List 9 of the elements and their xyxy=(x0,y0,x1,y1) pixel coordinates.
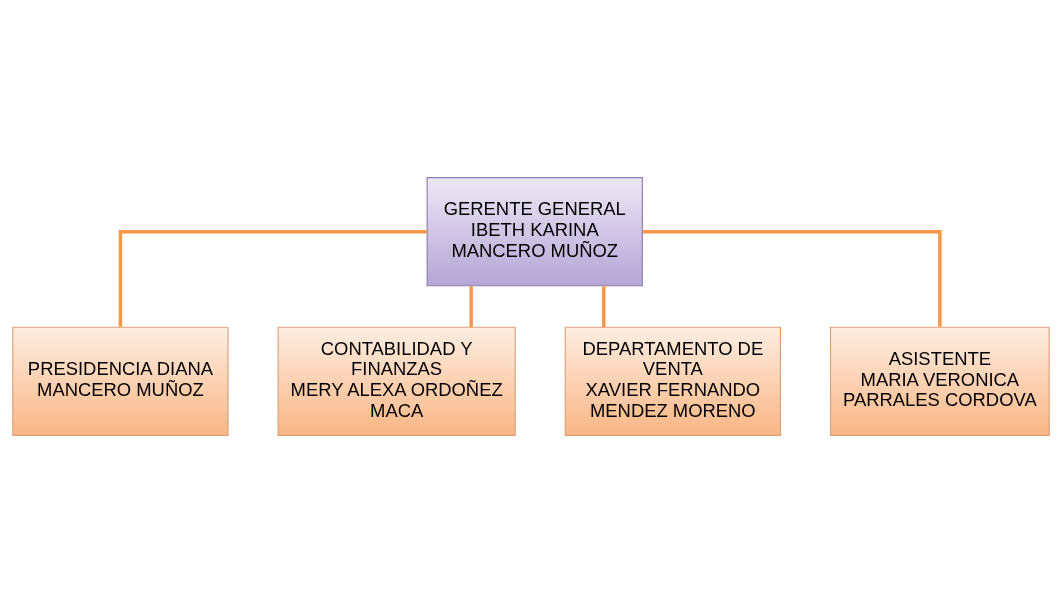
connector xyxy=(118,229,427,327)
node-box: CONTABILIDAD Y FINANZAS MERY ALEXA ORDOÑEZ MACA xyxy=(277,326,516,436)
node-box: PRESIDENCIA DIANA MANCERO MUÑOZ xyxy=(12,326,229,436)
connector xyxy=(642,229,942,327)
node-box: DEPARTAMENTO DE VENTA XAVIER FERNANDO MENDEZ MORENO xyxy=(564,326,782,436)
node-box: ASISTENTE MARIA VERONICA PARRALES CORDOVA xyxy=(829,326,1050,436)
connector xyxy=(469,285,473,327)
connector xyxy=(602,285,606,327)
node-box: GERENTE GENERAL IBETH KARINA MANCERO MUÑOZ xyxy=(426,176,643,286)
